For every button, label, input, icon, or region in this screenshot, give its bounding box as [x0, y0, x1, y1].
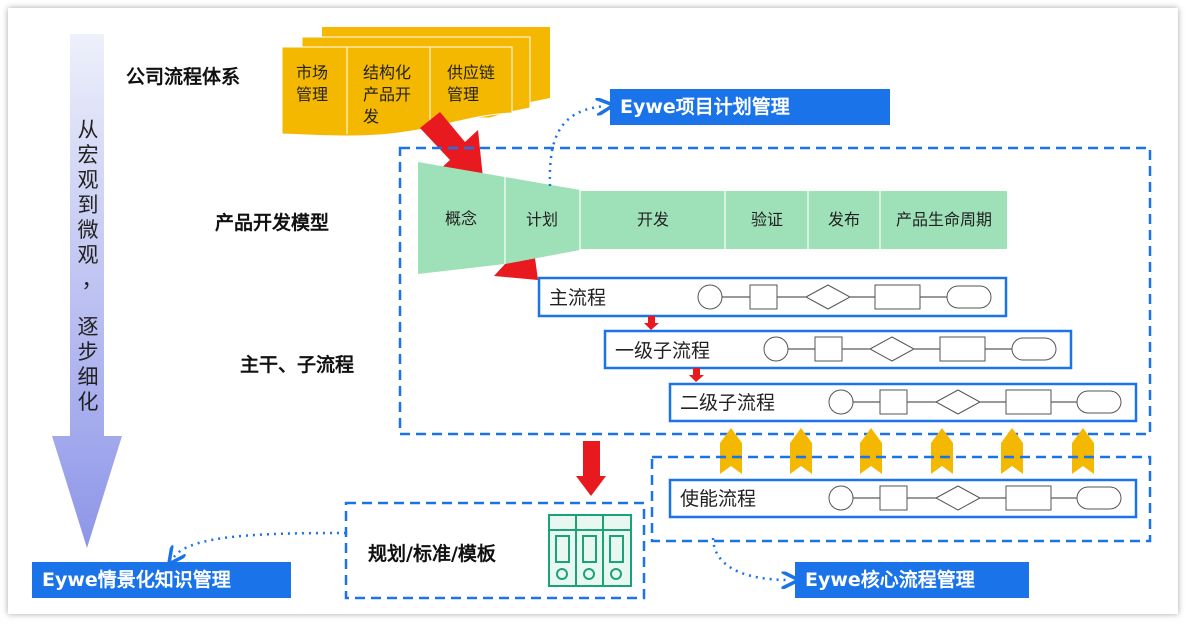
svg-text:细: 细	[78, 365, 99, 389]
enable-dashed-box	[650, 455, 1152, 543]
svg-text:一级子流程: 一级子流程	[615, 340, 710, 362]
svg-text:产品生命周期: 产品生命周期	[896, 210, 992, 229]
left-arrow-text: 从 宏 观 到 微 观 ， 逐 步 细 化	[78, 118, 103, 414]
svg-text:开发: 开发	[637, 210, 669, 229]
svg-text:从: 从	[78, 118, 99, 142]
svg-text:概念: 概念	[445, 209, 477, 228]
core-process-management-tag: Eywe核心流程管理	[795, 562, 1029, 598]
stage-bar	[418, 162, 1007, 274]
svg-text:市场: 市场	[296, 63, 328, 82]
level2-process-row	[668, 382, 1138, 423]
red-arrow-to-templates	[576, 441, 606, 496]
svg-text:观: 观	[78, 243, 99, 267]
svg-text:计划: 计划	[526, 210, 558, 229]
svg-text:步: 步	[78, 340, 99, 364]
small-red-arrow-1	[644, 316, 659, 330]
macro-to-micro-arrow	[52, 34, 122, 548]
svg-text:观: 观	[78, 168, 99, 192]
svg-text:化: 化	[78, 390, 99, 414]
plan-management-tag: Eywe项目计划管理	[610, 89, 890, 125]
svg-text:管理: 管理	[447, 85, 479, 104]
templates-dashed-box	[344, 501, 646, 600]
knowledge-connector	[174, 531, 347, 557]
svg-text:，: ，	[82, 268, 103, 292]
templates-label: 规划/标准/模板	[368, 543, 496, 565]
main-process-row	[537, 276, 1008, 318]
small-red-arrow-2	[689, 368, 704, 382]
process-row-labels: 主流程 一级子流程 二级子流程 使能流程	[549, 287, 775, 510]
process-model-dashed-box	[398, 146, 1152, 436]
red-arrow-company-to-model	[420, 112, 483, 178]
svg-text:逐: 逐	[78, 315, 99, 339]
svg-text:主流程: 主流程	[549, 287, 606, 309]
binder-icon	[548, 514, 632, 587]
svg-text:产品开: 产品开	[363, 85, 411, 104]
svg-text:宏: 宏	[78, 143, 99, 167]
svg-text:结构化: 结构化	[363, 63, 411, 82]
svg-text:验证: 验证	[751, 210, 783, 229]
plan-connector	[548, 106, 605, 187]
svg-text:供应链: 供应链	[447, 63, 495, 82]
company-process-label: 公司流程体系	[126, 66, 241, 88]
knowledge-management-tag: Eywe情景化知识管理	[32, 562, 291, 598]
svg-text:发布: 发布	[828, 210, 860, 229]
enable-support-arrows	[720, 428, 1094, 474]
svg-text:发: 发	[363, 107, 379, 126]
trunk-process-label: 主干、子流程	[240, 354, 355, 376]
svg-text:二级子流程: 二级子流程	[680, 392, 775, 414]
stage-labels: 概念 计划 开发 验证 发布 产品生命周期	[445, 209, 992, 229]
company-card-text: 市场 管理 结构化 产品开 发 供应链 管理	[296, 63, 495, 126]
enable-process-row	[668, 478, 1138, 519]
company-process-cards	[281, 27, 550, 137]
product-model-label: 产品开发模型	[215, 212, 330, 234]
svg-text:使能流程: 使能流程	[680, 488, 756, 510]
core-connector	[711, 537, 790, 580]
svg-text:微: 微	[78, 218, 99, 242]
svg-text:到: 到	[78, 193, 99, 217]
svg-text:管理: 管理	[296, 85, 328, 104]
level1-process-row	[603, 329, 1073, 370]
